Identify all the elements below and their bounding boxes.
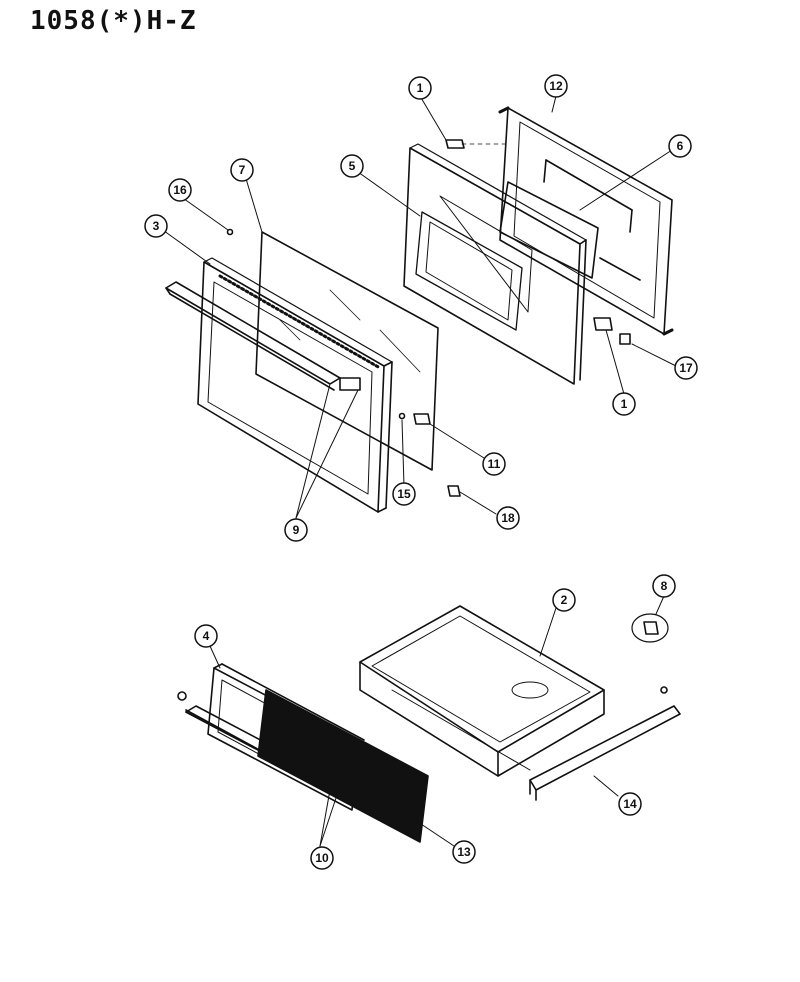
door-liner-part: [498, 106, 674, 336]
svg-text:14: 14: [623, 797, 637, 811]
inner-glass-part: [499, 181, 599, 279]
svg-text:15: 15: [397, 487, 411, 501]
callout-3: 3: [144, 214, 168, 238]
callout-1-top: 1: [408, 76, 432, 100]
svg-text:17: 17: [679, 361, 693, 375]
outer-glass-part: [255, 231, 439, 471]
callout-1-bottom: 1: [612, 392, 636, 416]
door-clip-part: [445, 139, 613, 331]
svg-text:12: 12: [549, 79, 563, 93]
callout-9: 9: [284, 518, 308, 542]
callout-2: 2: [552, 588, 576, 612]
drawer-body-part: [359, 605, 605, 777]
drawer-slide-part: [529, 686, 681, 801]
callout-7: 7: [230, 158, 254, 182]
callout-14: 14: [618, 792, 642, 816]
callout-15: 15: [392, 482, 416, 506]
callout-18: 18: [496, 506, 520, 530]
door-handle-part: [165, 281, 361, 391]
svg-text:11: 11: [488, 457, 501, 471]
svg-text:10: 10: [315, 851, 329, 865]
drawer-handle-part: [185, 705, 341, 789]
callout-11: 11: [482, 452, 506, 476]
drawer-front-panel-part: [257, 689, 429, 843]
callout-8: 8: [652, 574, 676, 598]
callout-16: 16: [168, 178, 192, 202]
slide-stop-part: [631, 613, 669, 643]
svg-text:1: 1: [621, 397, 628, 411]
callout-17: 17: [674, 356, 698, 380]
callout-13: 13: [452, 840, 476, 864]
callout-12: 12: [544, 74, 568, 98]
leader-lines: [159, 95, 677, 847]
svg-text:6: 6: [677, 139, 684, 153]
svg-text:4: 4: [203, 629, 210, 643]
svg-text:13: 13: [457, 845, 471, 859]
svg-text:8: 8: [661, 579, 668, 593]
svg-text:16: 16: [173, 183, 187, 197]
callout-6: 6: [668, 134, 692, 158]
svg-text:1: 1: [417, 81, 424, 95]
svg-text:9: 9: [293, 523, 300, 537]
svg-text:2: 2: [561, 593, 568, 607]
callout-4: 4: [194, 624, 218, 648]
callout-5: 5: [340, 154, 364, 178]
door-bracket-17-part: [619, 333, 631, 345]
svg-text:7: 7: [239, 163, 246, 177]
callout-10: 10: [310, 846, 334, 870]
door-panel-part: [403, 143, 587, 385]
diagram-title: 1058(*)H-Z: [30, 6, 197, 36]
door-frame-part: [197, 257, 393, 513]
svg-text:5: 5: [349, 159, 356, 173]
svg-text:18: 18: [501, 511, 515, 525]
svg-text:3: 3: [153, 219, 160, 233]
